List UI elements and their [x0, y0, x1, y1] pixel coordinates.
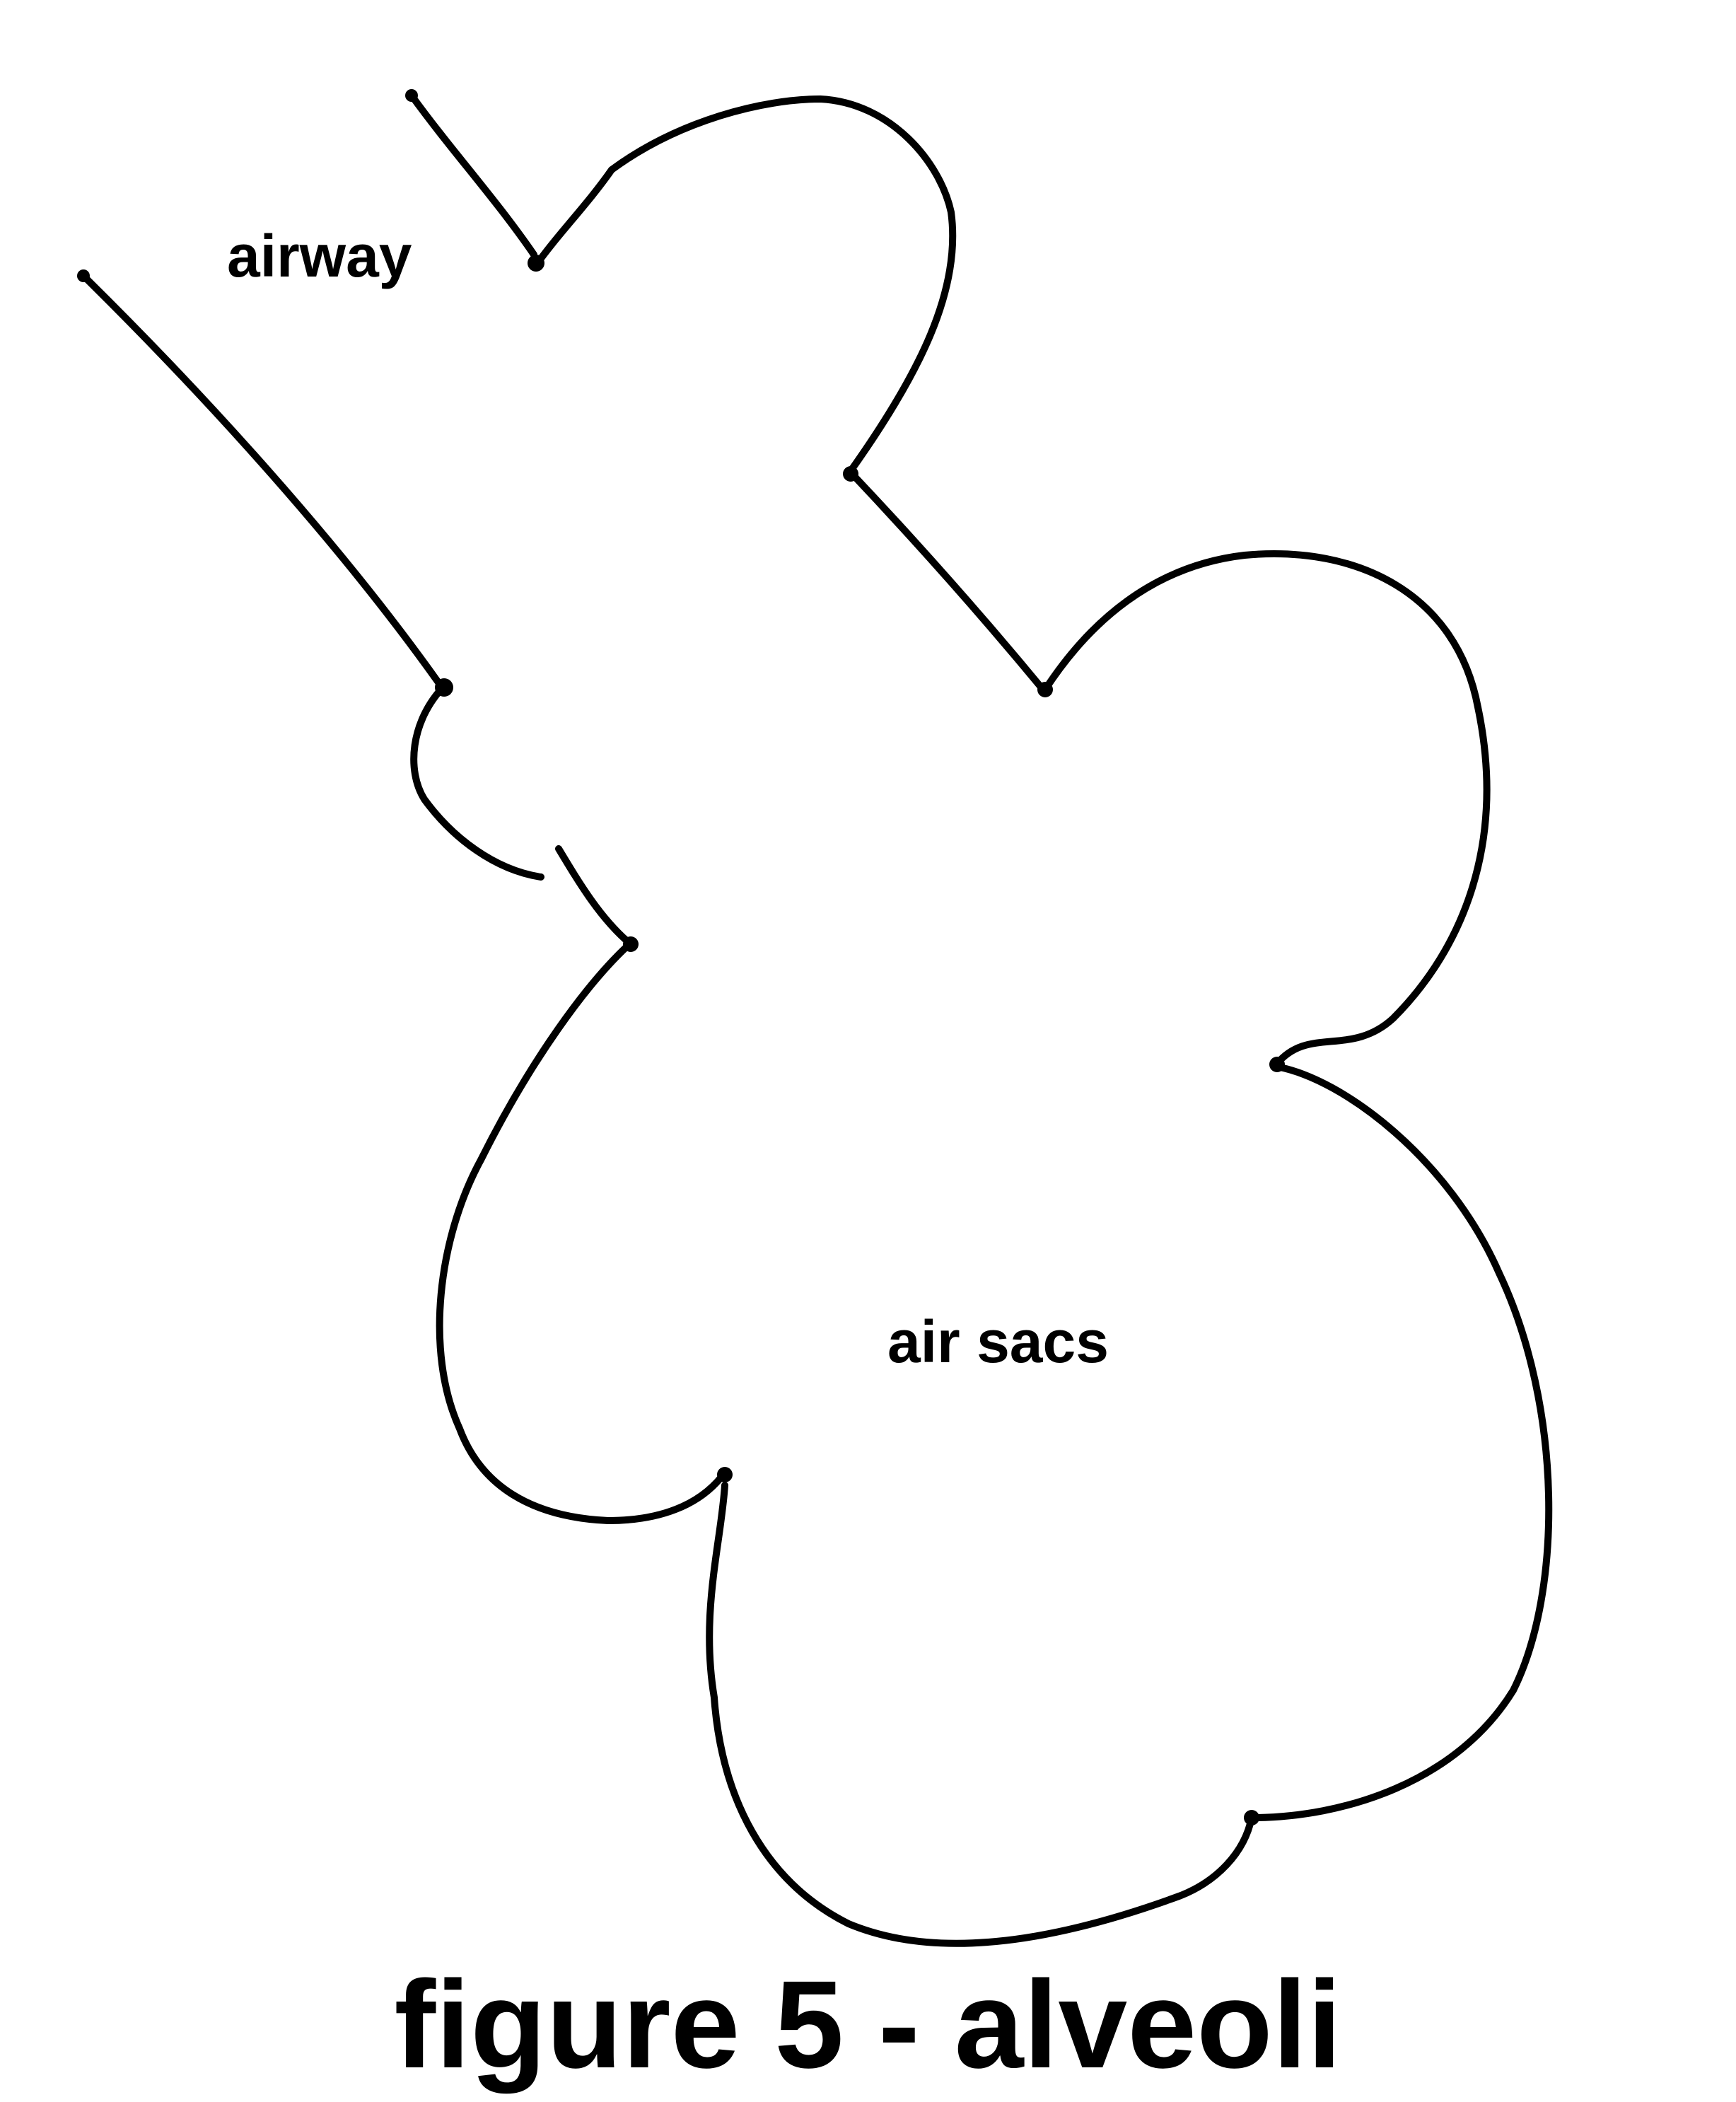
joint-dot: [77, 269, 90, 282]
joint-dot: [717, 1467, 733, 1482]
alveolus-small-neck: [555, 845, 634, 948]
figure-caption: figure 5 - alveoli: [394, 1956, 1342, 2094]
alveolus-small-outline: [410, 683, 544, 881]
alveolus-lower-outline: [706, 1063, 1553, 1947]
alveolus-bottom-left-outline: [436, 941, 728, 1524]
joint-dot: [1244, 1810, 1259, 1825]
air-sacs-label: air sacs: [887, 1308, 1109, 1375]
alveolus-top-outline: [532, 95, 957, 477]
airway-label: airway: [227, 223, 412, 289]
joint-dot: [843, 466, 858, 482]
alveolus-right-outline: [1042, 550, 1491, 1068]
joint-dot: [528, 255, 544, 272]
joint-dot: [1037, 682, 1053, 697]
joint-dot: [1269, 1057, 1285, 1072]
joint-dot: [623, 936, 639, 952]
airway-lower-wall: [80, 272, 442, 686]
joint-dot: [405, 89, 418, 102]
joint-dot: [435, 678, 453, 697]
alveolar-duct-upper: [849, 470, 1047, 693]
airway-upper-wall: [408, 92, 537, 258]
